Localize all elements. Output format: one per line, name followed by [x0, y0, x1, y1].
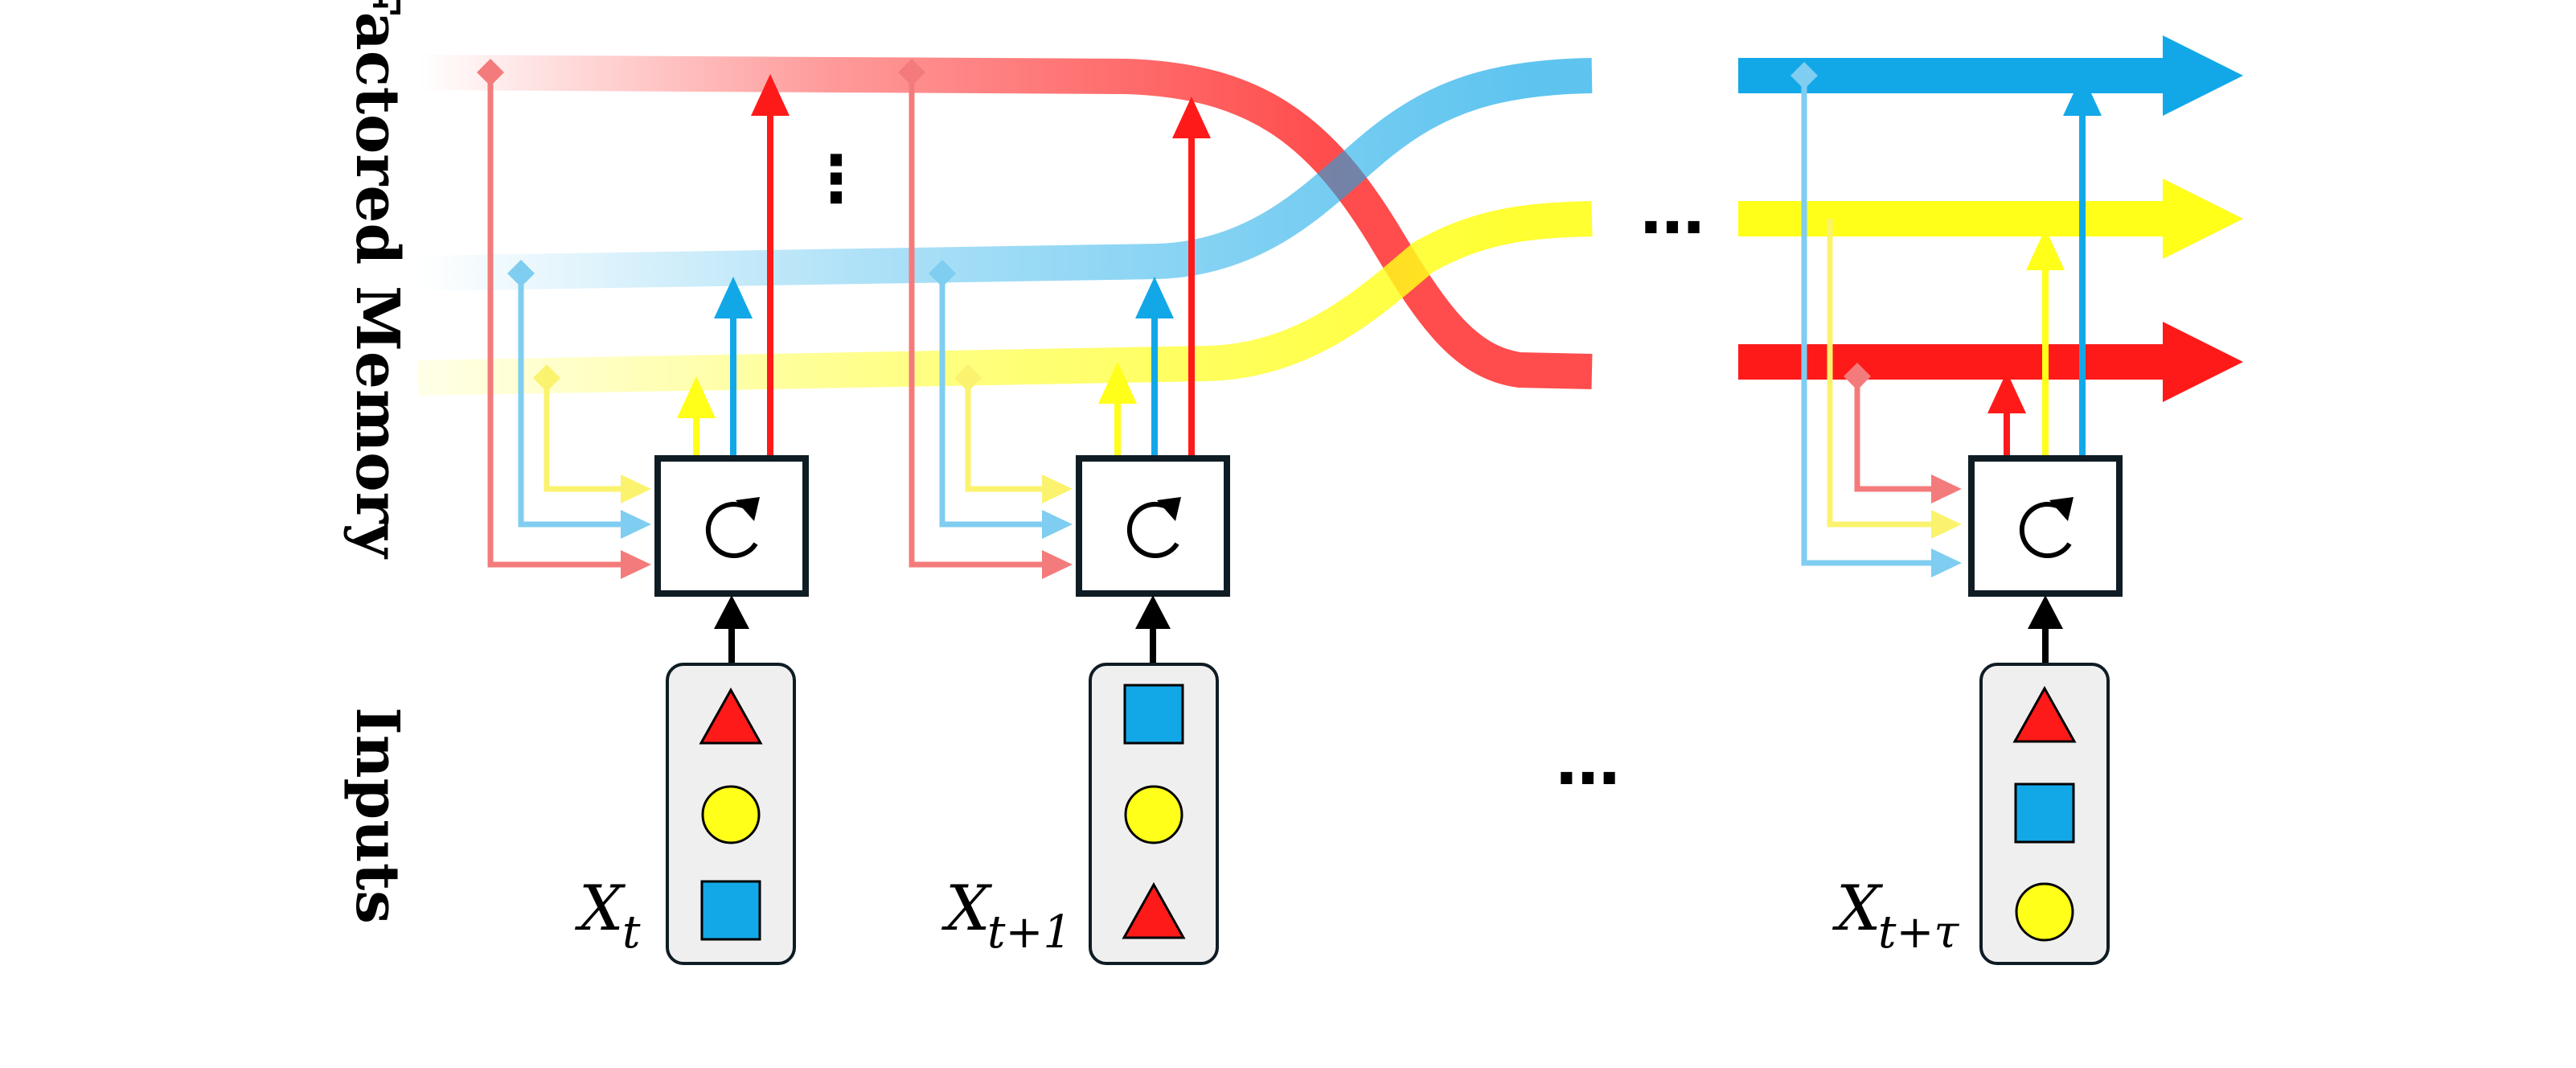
memory-stream-blue [417, 58, 1593, 291]
memory-vertical-ellipsis: ⋮ [804, 142, 868, 216]
input-label-t-plus-1: X t+1 [941, 873, 1072, 959]
memory-stream-blue-out [1738, 35, 2243, 116]
memory-stream-red [417, 55, 1593, 389]
read-line-red [1844, 363, 1962, 503]
read-line-blue [929, 260, 1073, 539]
inputs-horizontal-ellipsis: … [1556, 725, 1620, 799]
read-line-blue [507, 260, 651, 539]
input-shape-square [2014, 783, 2075, 844]
read-line-yellow [1827, 219, 1962, 539]
write-arrow-yellow [677, 376, 716, 460]
memory-stream-red-out [1738, 322, 2243, 402]
recurrent-cell [654, 455, 809, 597]
write-arrow-yellow [2026, 228, 2065, 460]
input-shape-triangle [699, 687, 763, 745]
input-label-t-plus-tau: X t+τ [1832, 873, 1959, 959]
read-line-yellow [533, 364, 651, 503]
svg-text:t: t [622, 906, 641, 959]
input-shape-circle [2015, 882, 2074, 942]
svg-text:X: X [941, 873, 993, 945]
svg-text:X: X [574, 873, 626, 945]
input-shape-circle [1124, 785, 1183, 844]
input-label-t: X t [574, 873, 641, 959]
memory-stream-yellow [417, 201, 1593, 396]
input-shape-square [700, 880, 761, 941]
input-arrow [714, 595, 749, 668]
inputs-label: Inputs [343, 707, 412, 924]
timestep-block-t-plus-tau: X t+τ [1790, 62, 2123, 965]
write-arrow-yellow [1098, 362, 1137, 460]
memory-stream-yellow-out [1738, 179, 2243, 259]
input-shape-triangle [2012, 685, 2077, 743]
read-line-red [898, 59, 1073, 579]
read-line-yellow [954, 364, 1073, 503]
write-arrow-red [1987, 372, 2026, 460]
input-shape-circle [701, 785, 761, 844]
input-arrow [2028, 595, 2063, 668]
refresh-cycle-icon [2019, 497, 2074, 559]
input-shape-triangle [1122, 881, 1186, 939]
recurrent-cell [1968, 455, 2123, 597]
write-arrow-red [751, 74, 790, 460]
write-arrow-blue [2063, 74, 2102, 460]
recurrent-cell [1076, 455, 1230, 597]
svg-text:X: X [1832, 873, 1884, 945]
svg-text:t+τ: t+τ [1878, 906, 1959, 959]
input-arrow [1135, 595, 1171, 668]
timestep-block-t-plus-1: X t+1 [898, 59, 1230, 965]
svg-text:t+1: t+1 [987, 906, 1072, 959]
factored-memory-label: Factored Memory [343, 0, 412, 560]
write-arrow-red [1172, 97, 1211, 460]
timestep-block-t: X t [477, 59, 809, 965]
input-shape-square [1123, 684, 1184, 745]
svg-text:Inputs: Inputs [343, 707, 412, 924]
write-arrow-blue [714, 277, 753, 460]
memory-horizontal-ellipsis: … [1640, 174, 1704, 249]
refresh-cycle-icon [705, 497, 760, 559]
svg-text:Factored Memory: Factored Memory [343, 0, 412, 560]
refresh-cycle-icon [1126, 497, 1181, 559]
write-arrow-blue [1135, 277, 1174, 460]
